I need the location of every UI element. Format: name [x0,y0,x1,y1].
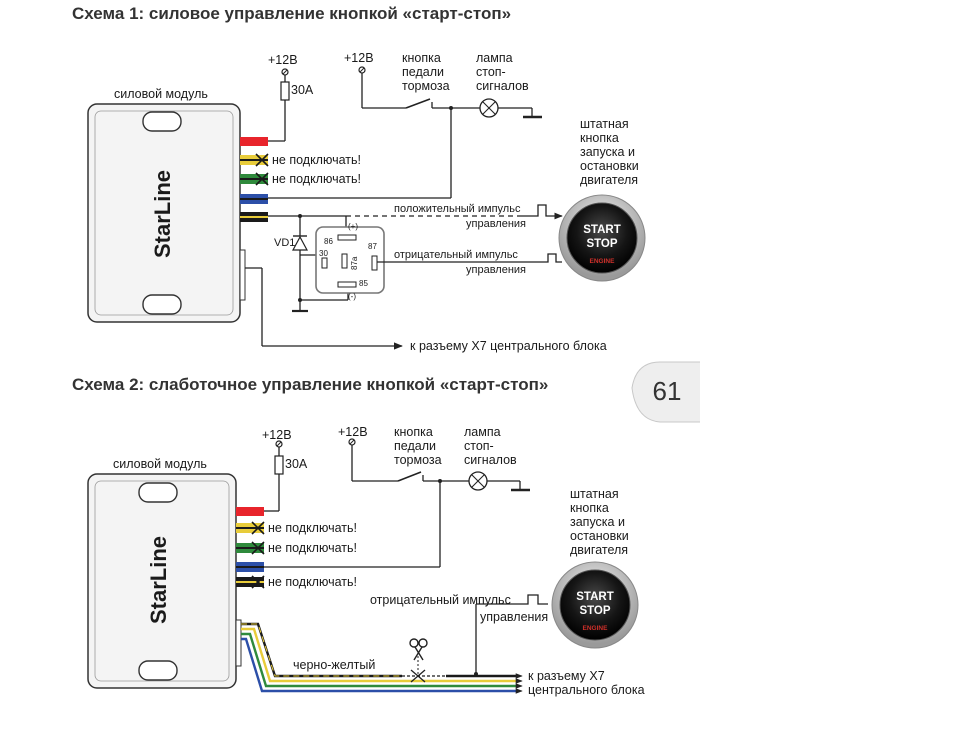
scheme-2-cross-icon-1 [251,521,265,535]
scheme-2-x7-label-2: центрального блока [528,683,645,697]
scheme-1-brand-logo: StarLine [150,170,175,258]
scheme-1-module-label: силовой модуль [114,87,208,101]
scheme-1-positive-pulse-label-2: управления [466,218,526,230]
scissors-icon [409,638,428,683]
scheme-1-brake-switch-icon [405,98,433,109]
scheme-1-button-label-5: двигателя [580,173,638,187]
scheme-1-diode-label: VD1 [274,237,295,249]
scheme-2-button-label-3: запуска и [570,515,625,529]
scheme-1-title: Схема 1: силовое управление кнопкой «ста… [72,4,511,23]
scheme-1-lamp-label-1: лампа [476,51,513,65]
scheme-1-relay-circuit: 86 (+) 87 30 87а 85 (-) [268,214,562,313]
scheme-1-start-stop-button: START STOP ENGINE [558,194,646,282]
scheme-1-cross-icon-1 [255,153,269,167]
scheme-1-fuse-icon [268,68,290,142]
scheme-1-cross-icon-2 [255,172,269,186]
scheme-2-not-connect-3: не подключать! [268,575,357,589]
scheme-2-button-label-4: остановки [570,529,629,543]
scheme-2-lamp-label-2: стоп- [464,439,494,453]
scheme-2-stop-text: STOP [579,605,610,617]
scheme-1-brake-voltage: +12В [344,51,374,65]
scheme-1-relay-icon [315,226,385,294]
scheme-2-engine-text: ENGINE [583,625,609,632]
scheme-1-button-label-3: запуска и [580,145,635,159]
scheme-1-stop-text: STOP [586,238,617,250]
relay-pin-30: 30 [319,249,328,258]
relay-pin-85: 85 [359,279,368,288]
scheme-1-brake-label-3: тормоза [402,79,450,93]
scheme-2-fuse-icon [264,440,284,512]
scheme-1-not-connect-1: не подключать! [272,153,361,167]
scheme-1-button-label-4: остановки [580,159,639,173]
scheme-2-brake-circuit [264,438,530,568]
scheme-1-negative-pulse-label-2: управления [466,264,526,276]
scheme-2-not-connect-1: не подключать! [268,521,357,535]
page-tab: 61 [631,361,700,423]
scheme-1-brake-circuit [268,66,542,199]
scheme-1-negative-pulse-label-1: отрицательный импульс [394,249,518,261]
scheme-2-button-label-5: двигателя [570,543,628,557]
scheme-2-title: Схема 2: слаботочное управление кнопкой … [72,375,548,394]
scheme-2-brake-label-1: кнопка [394,425,433,439]
scheme-1-lamp-icon [479,98,499,118]
scheme-1-lamp-label-2: стоп- [476,65,506,79]
scheme-2-brake-label-2: педали [394,439,436,453]
relay-pin-87: 87 [368,242,377,251]
relay-minus-label: (-) [348,292,356,301]
scheme-2-button-label-2: кнопка [570,501,609,515]
relay-plus-label: (+) [348,222,358,231]
scheme-2: Схема 2: слаботочное управление кнопкой … [72,375,645,697]
scheme-2-not-connect-2: не подключать! [268,541,357,555]
scheme-1-lamp-label-3: сигналов [476,79,529,93]
scheme-1-x7-label: к разъему Х7 центрального блока [410,339,607,353]
scheme-1-start-text: START [583,224,620,236]
scheme-2-module-label: силовой модуль [113,457,207,471]
page-number: 61 [653,376,682,406]
scheme-2-lamp-icon [468,471,488,491]
scheme-1-positive-pulse [346,204,563,220]
scheme-1-button-label-2: кнопка [580,131,619,145]
scheme-1-power-module: StarLine [87,103,246,323]
scheme-2-negative-pulse-label-1: отрицательный импульс [370,593,511,607]
scheme-2-brake-switch-icon [397,471,424,482]
scheme-2-brake-voltage: +12В [338,425,368,439]
scheme-2-cross-icon-3 [251,575,265,589]
scheme-2-cross-icon-2 [251,541,265,555]
scheme-1: Схема 1: силовое управление кнопкой «ста… [72,4,646,353]
scheme-2-power-module: StarLine [87,473,242,689]
scheme-1-button-label-1: штатная [580,117,629,131]
scheme-1-engine-text: ENGINE [590,258,616,265]
scheme-1-x7-connection [245,267,403,350]
scheme-2-fuse-voltage: +12В [262,428,292,442]
scheme-2-x7-bundle [241,622,523,694]
scheme-2-x7-label-1: к разъему Х7 [528,669,605,683]
scheme-1-fuse-voltage: +12В [268,53,298,67]
scheme-1-brake-label-2: педали [402,65,444,79]
scheme-1-positive-pulse-label-1: положительный импульс [394,203,521,215]
scheme-1-wire-stubs [240,137,269,222]
scheme-2-wire-stubs [236,507,265,589]
scheme-2-negative-pulse-label-2: управления [480,610,548,624]
relay-pin-87a: 87а [350,256,359,270]
scheme-2-cut-wire-label: черно-желтый [293,658,375,672]
scheme-2-start-text: START [576,591,613,603]
scheme-2-button-label-1: штатная [570,487,619,501]
scheme-2-lamp-label-3: сигналов [464,453,517,467]
relay-pin-86: 86 [324,237,333,246]
scheme-2-brake-label-3: тормоза [394,453,442,467]
scheme-1-fuse-rating: 30А [291,83,314,97]
scheme-1-brake-label-1: кнопка [402,51,441,65]
scheme-2-lamp-label-1: лампа [464,425,501,439]
scheme-1-not-connect-2: не подключать! [272,172,361,186]
scheme-2-brand-logo: StarLine [146,536,171,624]
scheme-2-start-stop-button: START STOP ENGINE [551,561,639,649]
scheme-2-negative-pulse [474,594,548,676]
scheme-2-fuse-rating: 30А [285,457,308,471]
